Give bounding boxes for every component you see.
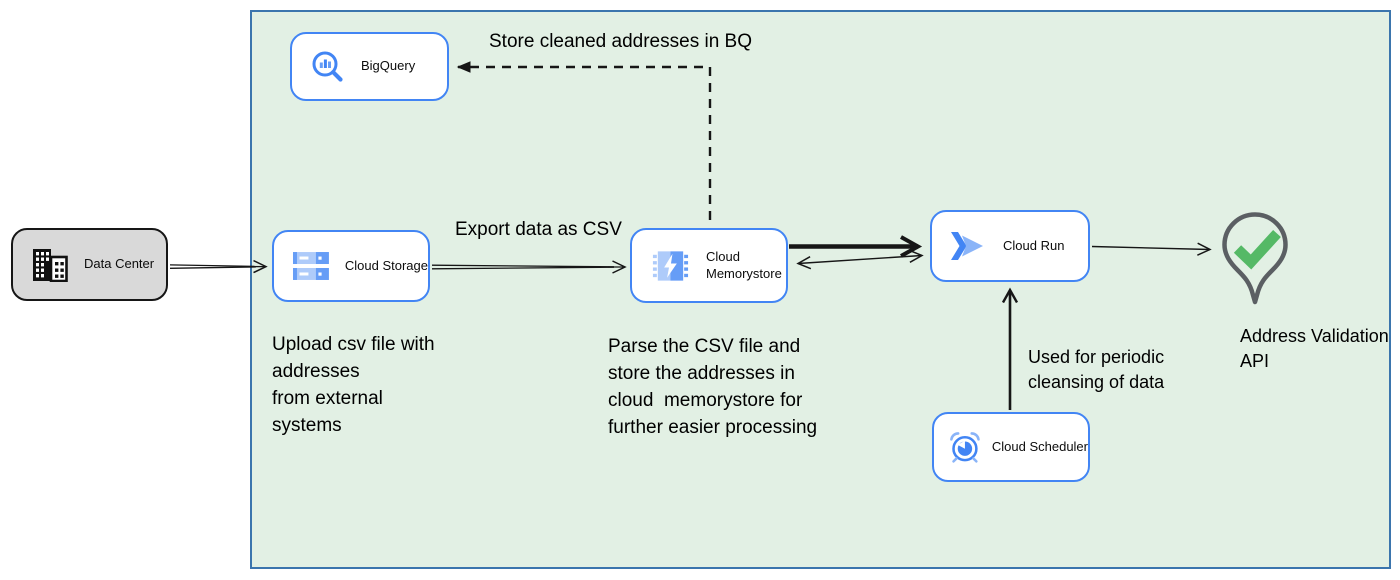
- caption-line: Parse the CSV file and: [608, 336, 801, 357]
- node-cloud-storage[interactable]: Cloud Storage: [272, 230, 430, 302]
- cloud-scheduler-icon: [950, 432, 980, 463]
- caption-line: further easier processing: [608, 417, 818, 438]
- cloud-storage-icon: [292, 252, 329, 280]
- gcp-boundary: [250, 10, 1391, 569]
- cloud-memorystore-icon: [652, 250, 689, 281]
- node-address-validation-api[interactable]: [1220, 210, 1290, 311]
- caption-line: store the addresses in: [608, 363, 795, 384]
- caption-line: Address Validation API: [1240, 326, 1393, 371]
- node-label: Cloud Run: [1003, 237, 1065, 253]
- caption-upload-csv: Upload csv file with addresses from exte…: [272, 331, 435, 439]
- node-cloud-memorystore[interactable]: Cloud Memorystore: [630, 228, 788, 303]
- cloud-run-icon: [951, 232, 983, 260]
- node-label: Cloud Storage: [344, 257, 428, 273]
- node-cloud-scheduler[interactable]: Cloud Scheduler: [932, 412, 1090, 482]
- label-export-csv: Export data as CSV: [455, 219, 622, 240]
- caption-line: cloud memorystore for: [608, 390, 803, 411]
- label-address-validation-api: Address Validation API: [1240, 324, 1398, 374]
- building-icon: [33, 248, 68, 282]
- caption-line: cleansing of data: [1028, 372, 1165, 392]
- caption-line: Used for periodic: [1028, 347, 1165, 367]
- caption-line: addresses: [272, 361, 360, 382]
- node-cloud-run[interactable]: Cloud Run: [930, 210, 1090, 282]
- label-store-cleaned-bq: Store cleaned addresses in BQ: [489, 31, 752, 52]
- node-bigquery[interactable]: BigQuery: [290, 32, 449, 101]
- node-data-center[interactable]: Data Center: [11, 228, 168, 301]
- caption-line: from external: [272, 388, 383, 409]
- node-label: Cloud Memorystore: [705, 248, 782, 281]
- caption-parse-csv: Parse the CSV file and store the address…: [608, 333, 817, 441]
- node-label: Cloud Scheduler: [991, 438, 1088, 454]
- bigquery-icon: [312, 51, 343, 82]
- node-label: Data Center: [84, 256, 155, 272]
- node-label: BigQuery: [361, 58, 416, 74]
- caption-periodic-cleansing: Used for periodic cleansing of data: [1028, 345, 1164, 395]
- caption-line: systems: [272, 415, 342, 436]
- map-pin-check-icon: [1222, 212, 1288, 305]
- caption-line: Upload csv file with: [272, 334, 435, 355]
